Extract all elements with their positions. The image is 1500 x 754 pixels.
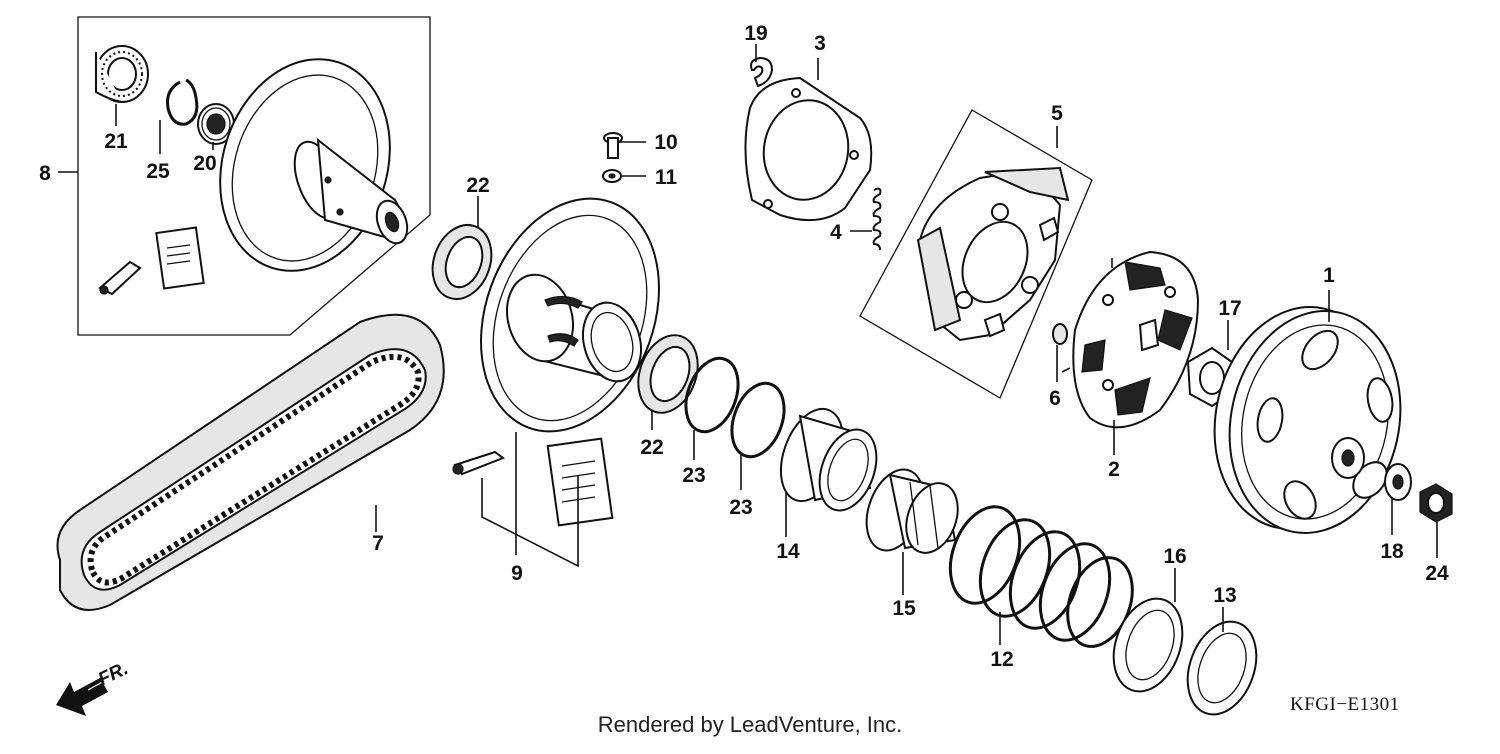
part-23-o-ring [684,356,740,434]
part-5-clutch-weight-set [916,166,1070,342]
part-4-clutch-spring [872,187,882,251]
part-21-needle-bearing [95,45,149,103]
part-8-label-sheet [155,226,205,290]
callout-15: 15 [892,597,916,620]
part-15-seal-collar [865,468,959,554]
callout-19: 19 [744,22,767,45]
callout-6: 6 [1049,387,1061,410]
callout-22-top: 22 [466,174,489,197]
callout-20: 20 [193,152,216,175]
part-11-washer [602,169,622,183]
callout-10: 10 [654,131,677,154]
callout-1: 1 [1323,264,1335,287]
part-3-plate [744,76,873,222]
part-20-ball-bearing [197,103,235,145]
callout-17: 17 [1218,297,1241,320]
callout-7: 7 [372,532,384,555]
callout-5: 5 [1051,102,1063,125]
callout-13: 13 [1213,584,1236,607]
front-direction-arrow-icon: FR. [56,658,132,716]
callout-23-left: 23 [682,464,705,487]
callout-22-bottom: 22 [640,436,663,459]
part-2-drive-plate [1061,250,1200,429]
part-6-washer [1052,323,1068,345]
part-7-drive-belt [56,313,445,611]
part-16-spring-seat [1112,597,1184,693]
callout-2: 2 [1108,458,1120,481]
part-14-collar [779,407,878,512]
part-12-driven-face-spring [948,505,1134,648]
callout-9: 9 [511,562,523,585]
part-22-oil-seal [431,224,493,300]
part-18-washer [1384,463,1412,501]
callout-25: 25 [146,160,170,183]
assembly-5-box [859,109,1093,399]
part-25-circlip [166,78,199,126]
callout-23-right: 23 [729,496,752,519]
callout-3: 3 [814,32,826,55]
callout-24: 24 [1425,562,1449,585]
callout-16: 16 [1163,545,1186,568]
part-9-label-sheet [546,437,614,527]
part-1-clutch-outer [1213,306,1402,534]
callout-14: 14 [776,540,800,563]
diagram-code: KFGI−E1301 [1290,694,1400,715]
callout-4: 4 [830,221,842,244]
part-10-bolt [603,132,623,159]
part-24-nut [1419,483,1453,523]
part-13-washer [1186,620,1258,716]
part-22-oil-seal-2 [637,334,699,414]
part-9-driven-face [480,197,660,433]
callout-11: 11 [655,166,678,189]
assembly-8-box [77,16,431,336]
part-8-drive-face [219,58,409,272]
part-23-o-ring-2 [730,381,786,459]
render-credit-caption: Rendered by LeadVenture, Inc. [597,712,903,737]
part-19-clip [750,56,774,88]
callout-18: 18 [1380,540,1404,563]
callout-numbers: 1 2 3 4 5 6 7 8 9 10 11 12 13 14 15 16 1… [39,22,1449,671]
leader-lines [58,44,1438,645]
callout-21: 21 [104,130,128,153]
callout-12: 12 [990,648,1013,671]
callout-8: 8 [39,162,51,185]
